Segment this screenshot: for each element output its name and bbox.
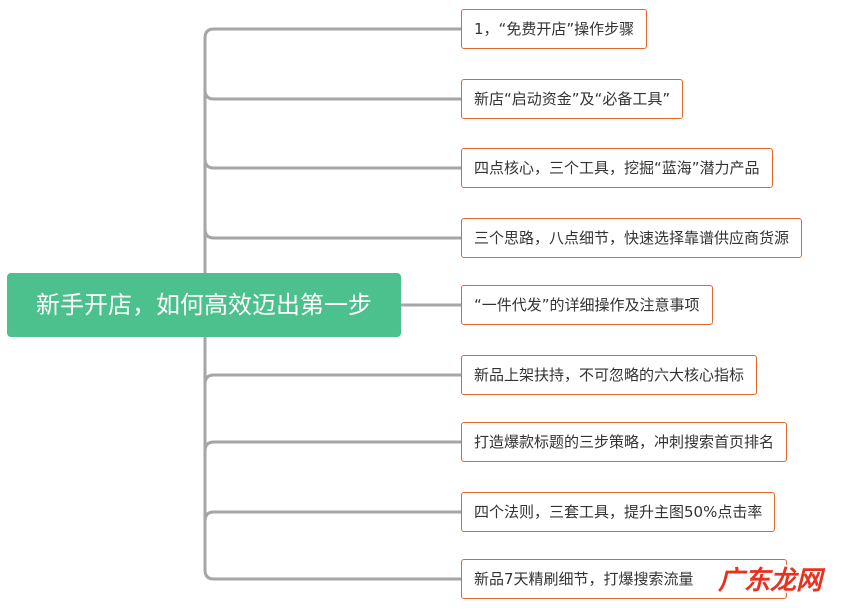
branch-topic-8[interactable]: 四个法则，三套工具，提升主图50%点击率 [461, 492, 776, 532]
branch-connector [203, 158, 461, 170]
root-topic[interactable]: 新手开店，如何高效迈出第一步 [7, 273, 401, 337]
branch-connector [203, 228, 461, 240]
branch-topic-6[interactable]: 新品上架扶持，不可忽略的六大核心指标 [461, 355, 758, 395]
branch-topic-7[interactable]: 打造爆款标题的三步策略，冲刺搜索首页排名 [461, 422, 788, 462]
branch-topic-4[interactable]: 三个思路，八点细节，快速选择靠谱供应商货源 [461, 218, 803, 258]
branch-topic-1[interactable]: 1，“免费开店”操作步骤 [461, 9, 648, 49]
branch-connector [203, 510, 461, 522]
branch-topic-3[interactable]: 四点核心，三个工具，挖掘“蓝海”潜力产品 [461, 148, 773, 188]
branch-topic-5[interactable]: “一件代发”的详细操作及注意事项 [461, 285, 713, 325]
watermark-logo: 广东龙网 广东龙网 [716, 564, 828, 596]
svg-text:广东龙网: 广东龙网 [718, 566, 826, 596]
branch-topic-2[interactable]: 新店“启动资金”及“必备工具” [461, 79, 684, 119]
branch-topic-9[interactable]: 新品7天精刷细节，打爆搜索流量 [461, 559, 787, 599]
branch-connector [203, 373, 461, 385]
branch-connector [203, 440, 461, 452]
svg-text:广东龙网: 广东龙网 [718, 566, 826, 596]
branch-connector [203, 89, 461, 101]
